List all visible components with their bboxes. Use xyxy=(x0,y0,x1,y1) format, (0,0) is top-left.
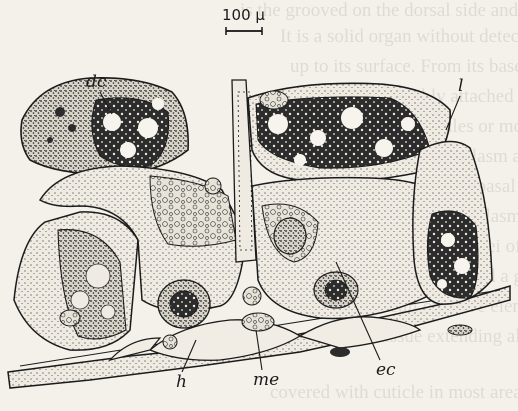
label-me: me xyxy=(253,370,279,390)
scale-bar-label: 100 μ xyxy=(222,6,265,24)
label-l: l xyxy=(458,76,463,96)
label-h: h xyxy=(176,372,187,392)
label-dc: dc xyxy=(86,72,106,92)
label-ec: ec xyxy=(376,360,396,380)
